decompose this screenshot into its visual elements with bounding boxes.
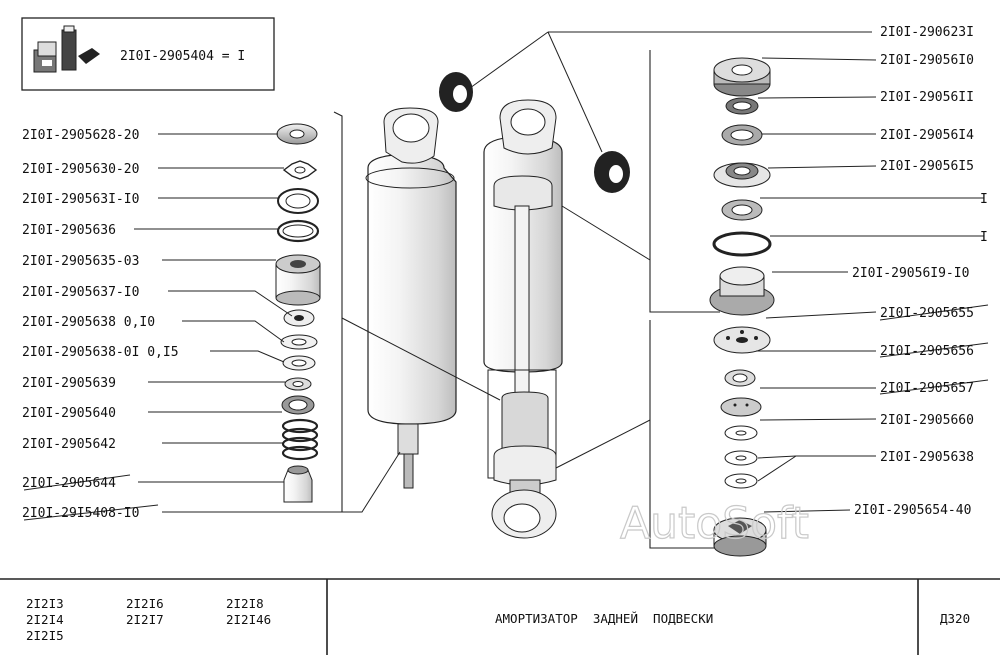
- part-ring-i-upper: [721, 199, 763, 221]
- part-piston-635: [275, 254, 321, 306]
- title-block: 2I2I3 2I2I4 2I2I5 2I2I6 2I2I7 2I2I8 2I2I…: [0, 578, 1000, 655]
- label-left-6: 2I0I-2905637-I0: [22, 285, 139, 300]
- label-left-7: 2I0I-2905638 0,I0: [22, 315, 155, 330]
- label-left-10: 2I0I-2905640: [22, 406, 116, 421]
- part-seal-614: [721, 124, 763, 146]
- label-right-13: 2I0I-2905638: [880, 450, 974, 465]
- left-parts-stack: [275, 123, 321, 503]
- model-1: 2I2I3: [26, 596, 64, 611]
- right-lower-bracket: [649, 320, 720, 549]
- part-disc-657: [720, 397, 762, 417]
- label-left-9: 2I0I-2905639: [22, 376, 116, 391]
- part-plate-640: [281, 395, 315, 415]
- label-right-9: 2I0I-2905655: [880, 306, 974, 321]
- part-base-valve-654: [713, 517, 767, 557]
- left-labels: 2I0I-2905628-20 2I0I-2905630-20 2I0I-290…: [22, 128, 179, 521]
- leader-lines: [134, 31, 984, 513]
- sheet-number: Д320: [940, 611, 970, 626]
- label-right-8: 2I0I-29056I9-I0: [852, 266, 969, 281]
- part-nut-610: [713, 57, 771, 97]
- part-plate-637: [283, 309, 315, 327]
- label-left-3: 2I0I-290563I-I0: [22, 192, 139, 207]
- strike-lines: [23, 304, 989, 521]
- label-left-13: 2I0I-29I5408-I0: [22, 506, 139, 521]
- part-disc-638-01: [282, 355, 316, 371]
- part-disc-638-r1: [724, 450, 758, 466]
- model-6: 2I2I8: [226, 596, 264, 611]
- label-right-6: I: [980, 192, 988, 207]
- part-guide-619: [709, 266, 775, 316]
- label-right-11: 2I0I-2905657: [880, 381, 974, 396]
- right-upper-bracket: [649, 50, 720, 313]
- left-shock-absorber: [365, 107, 457, 489]
- part-seal-611: [725, 97, 759, 115]
- part-disc-638: [280, 334, 318, 350]
- part-nut-644: [283, 465, 313, 503]
- label-right-12: 2I0I-2905660: [880, 413, 974, 428]
- model-2: 2I2I4: [26, 612, 64, 627]
- right-labels: 2I0I-290623I 2I0I-29056I0 2I0I-29056II 2…: [852, 25, 988, 518]
- label-right-1: 2I0I-290623I: [880, 25, 974, 40]
- label-left-1: 2I0I-2905628-20: [22, 128, 139, 143]
- part-star-washer-630: [282, 160, 318, 180]
- label-left-8: 2I0I-2905638-0I 0,I5: [22, 345, 179, 360]
- label-right-7: I: [980, 230, 988, 245]
- right-shock-absorber: [483, 99, 563, 539]
- model-3: 2I2I5: [26, 628, 64, 643]
- model-4: 2I2I6: [126, 596, 164, 611]
- label-left-5: 2I0I-2905635-03: [22, 254, 139, 269]
- model-5: 2I2I7: [126, 612, 164, 627]
- label-right-2: 2I0I-29056I0: [880, 53, 974, 68]
- kit-legend-box: 2I0I-2905404 = I: [21, 17, 275, 91]
- label-right-4: 2I0I-29056I4: [880, 128, 974, 143]
- model-7: 2I2I46: [226, 612, 271, 627]
- part-disc-638-r2: [724, 473, 758, 489]
- watermark-logo: AutoSoft: [620, 498, 809, 549]
- part-cup-656: [724, 369, 756, 387]
- left-group-bracket: [333, 111, 343, 513]
- part-spring-642: [281, 418, 319, 461]
- part-disc-639: [284, 377, 312, 391]
- kit-designation: 2I0I-2905404 = I: [120, 49, 245, 64]
- part-oring-i: [712, 231, 772, 257]
- right-parts-stack: [709, 57, 775, 557]
- label-right-14: 2I0I-2905654-40: [854, 503, 971, 518]
- part-valve-body-655: [713, 326, 771, 354]
- drawing-title: АМОРТИЗАТОР ЗАДНЕЙ ПОДВЕСКИ: [495, 611, 713, 626]
- part-cup-615: [713, 162, 771, 188]
- label-left-11: 2I0I-2905642: [22, 437, 116, 452]
- part-spring-plate-631: [277, 188, 319, 214]
- label-right-3: 2I0I-29056II: [880, 90, 974, 105]
- label-right-10: 2I0I-2905656: [880, 344, 974, 359]
- part-washer-628: [276, 123, 318, 145]
- label-left-2: 2I0I-2905630-20: [22, 162, 139, 177]
- label-left-4: 2I0I-2905636: [22, 223, 116, 238]
- kit-package-icon: [33, 25, 100, 73]
- rubber-bushing-parts: [439, 72, 630, 193]
- label-right-5: 2I0I-29056I5: [880, 159, 974, 174]
- label-left-12: 2I0I-2905644: [22, 476, 116, 491]
- part-ring-636: [276, 219, 320, 243]
- part-disc-660: [724, 425, 758, 441]
